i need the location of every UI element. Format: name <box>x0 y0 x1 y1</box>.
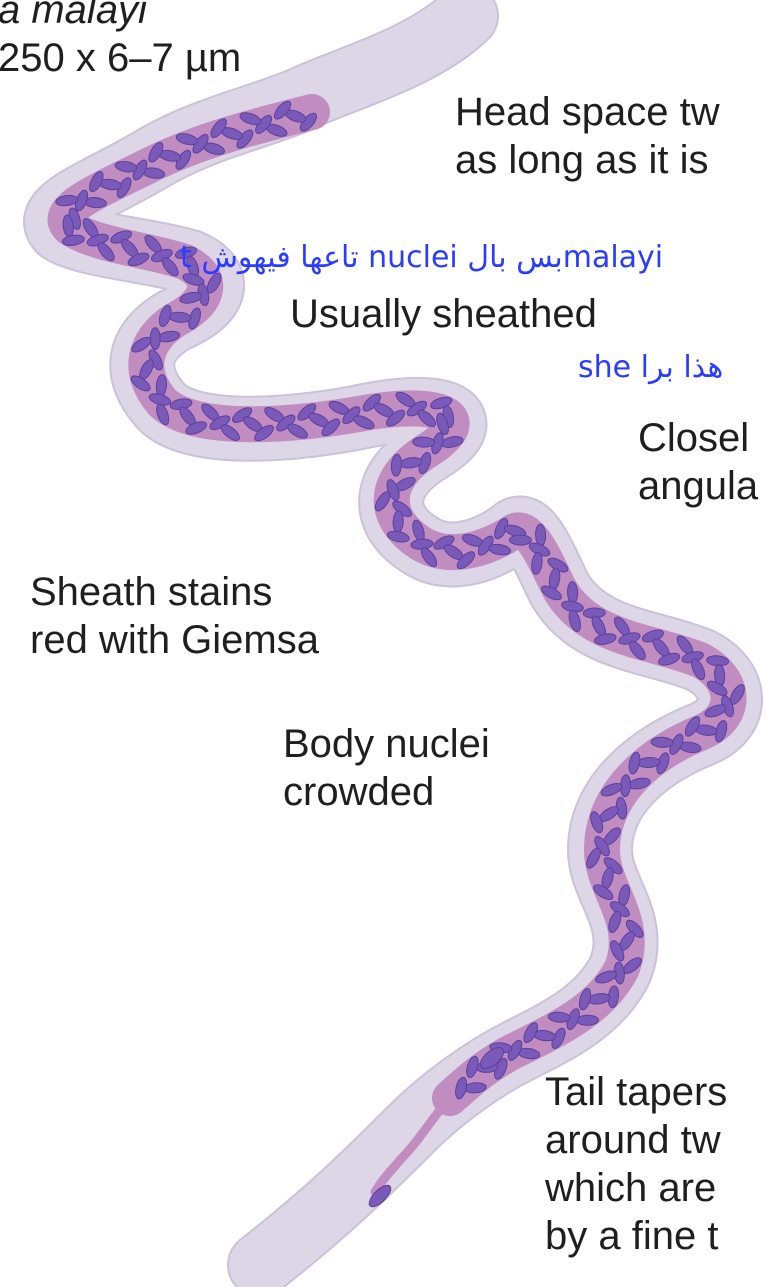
head-space-line-2: as long as it is <box>455 136 708 184</box>
tail-line-2: around tw <box>545 1116 721 1164</box>
nucleus <box>576 1015 598 1025</box>
species-size: 250 x 6–7 µm <box>0 34 241 82</box>
body-nuclei-line-2: crowded <box>283 768 434 816</box>
body-nuclei-line-1: Body nuclei <box>283 720 490 768</box>
closely-line-2: angula <box>638 462 758 510</box>
usually-sheathed-label: Usually sheathed <box>290 290 597 338</box>
species-name: a malayi <box>0 0 147 34</box>
annotation-nuclei: t تاعها فيهوش nuclei بس بالmalayi <box>180 240 663 276</box>
nucleus <box>150 328 160 350</box>
nucleus <box>509 535 531 545</box>
annotation-sheath: هذا برا she <box>578 350 723 386</box>
closely-line-1: Closel <box>638 414 749 462</box>
tail-line-1: Tail tapers <box>545 1068 727 1116</box>
head-space-line-1: Head space tw <box>455 88 720 136</box>
sheath-stains-line-2: red with Giemsa <box>30 616 319 664</box>
tail-line-4: by a fine t <box>545 1212 718 1260</box>
tail-line-3: which are <box>545 1164 716 1212</box>
sheath-stains-line-1: Sheath stains <box>30 568 272 616</box>
nucleus <box>567 581 578 603</box>
nucleus <box>535 524 546 546</box>
